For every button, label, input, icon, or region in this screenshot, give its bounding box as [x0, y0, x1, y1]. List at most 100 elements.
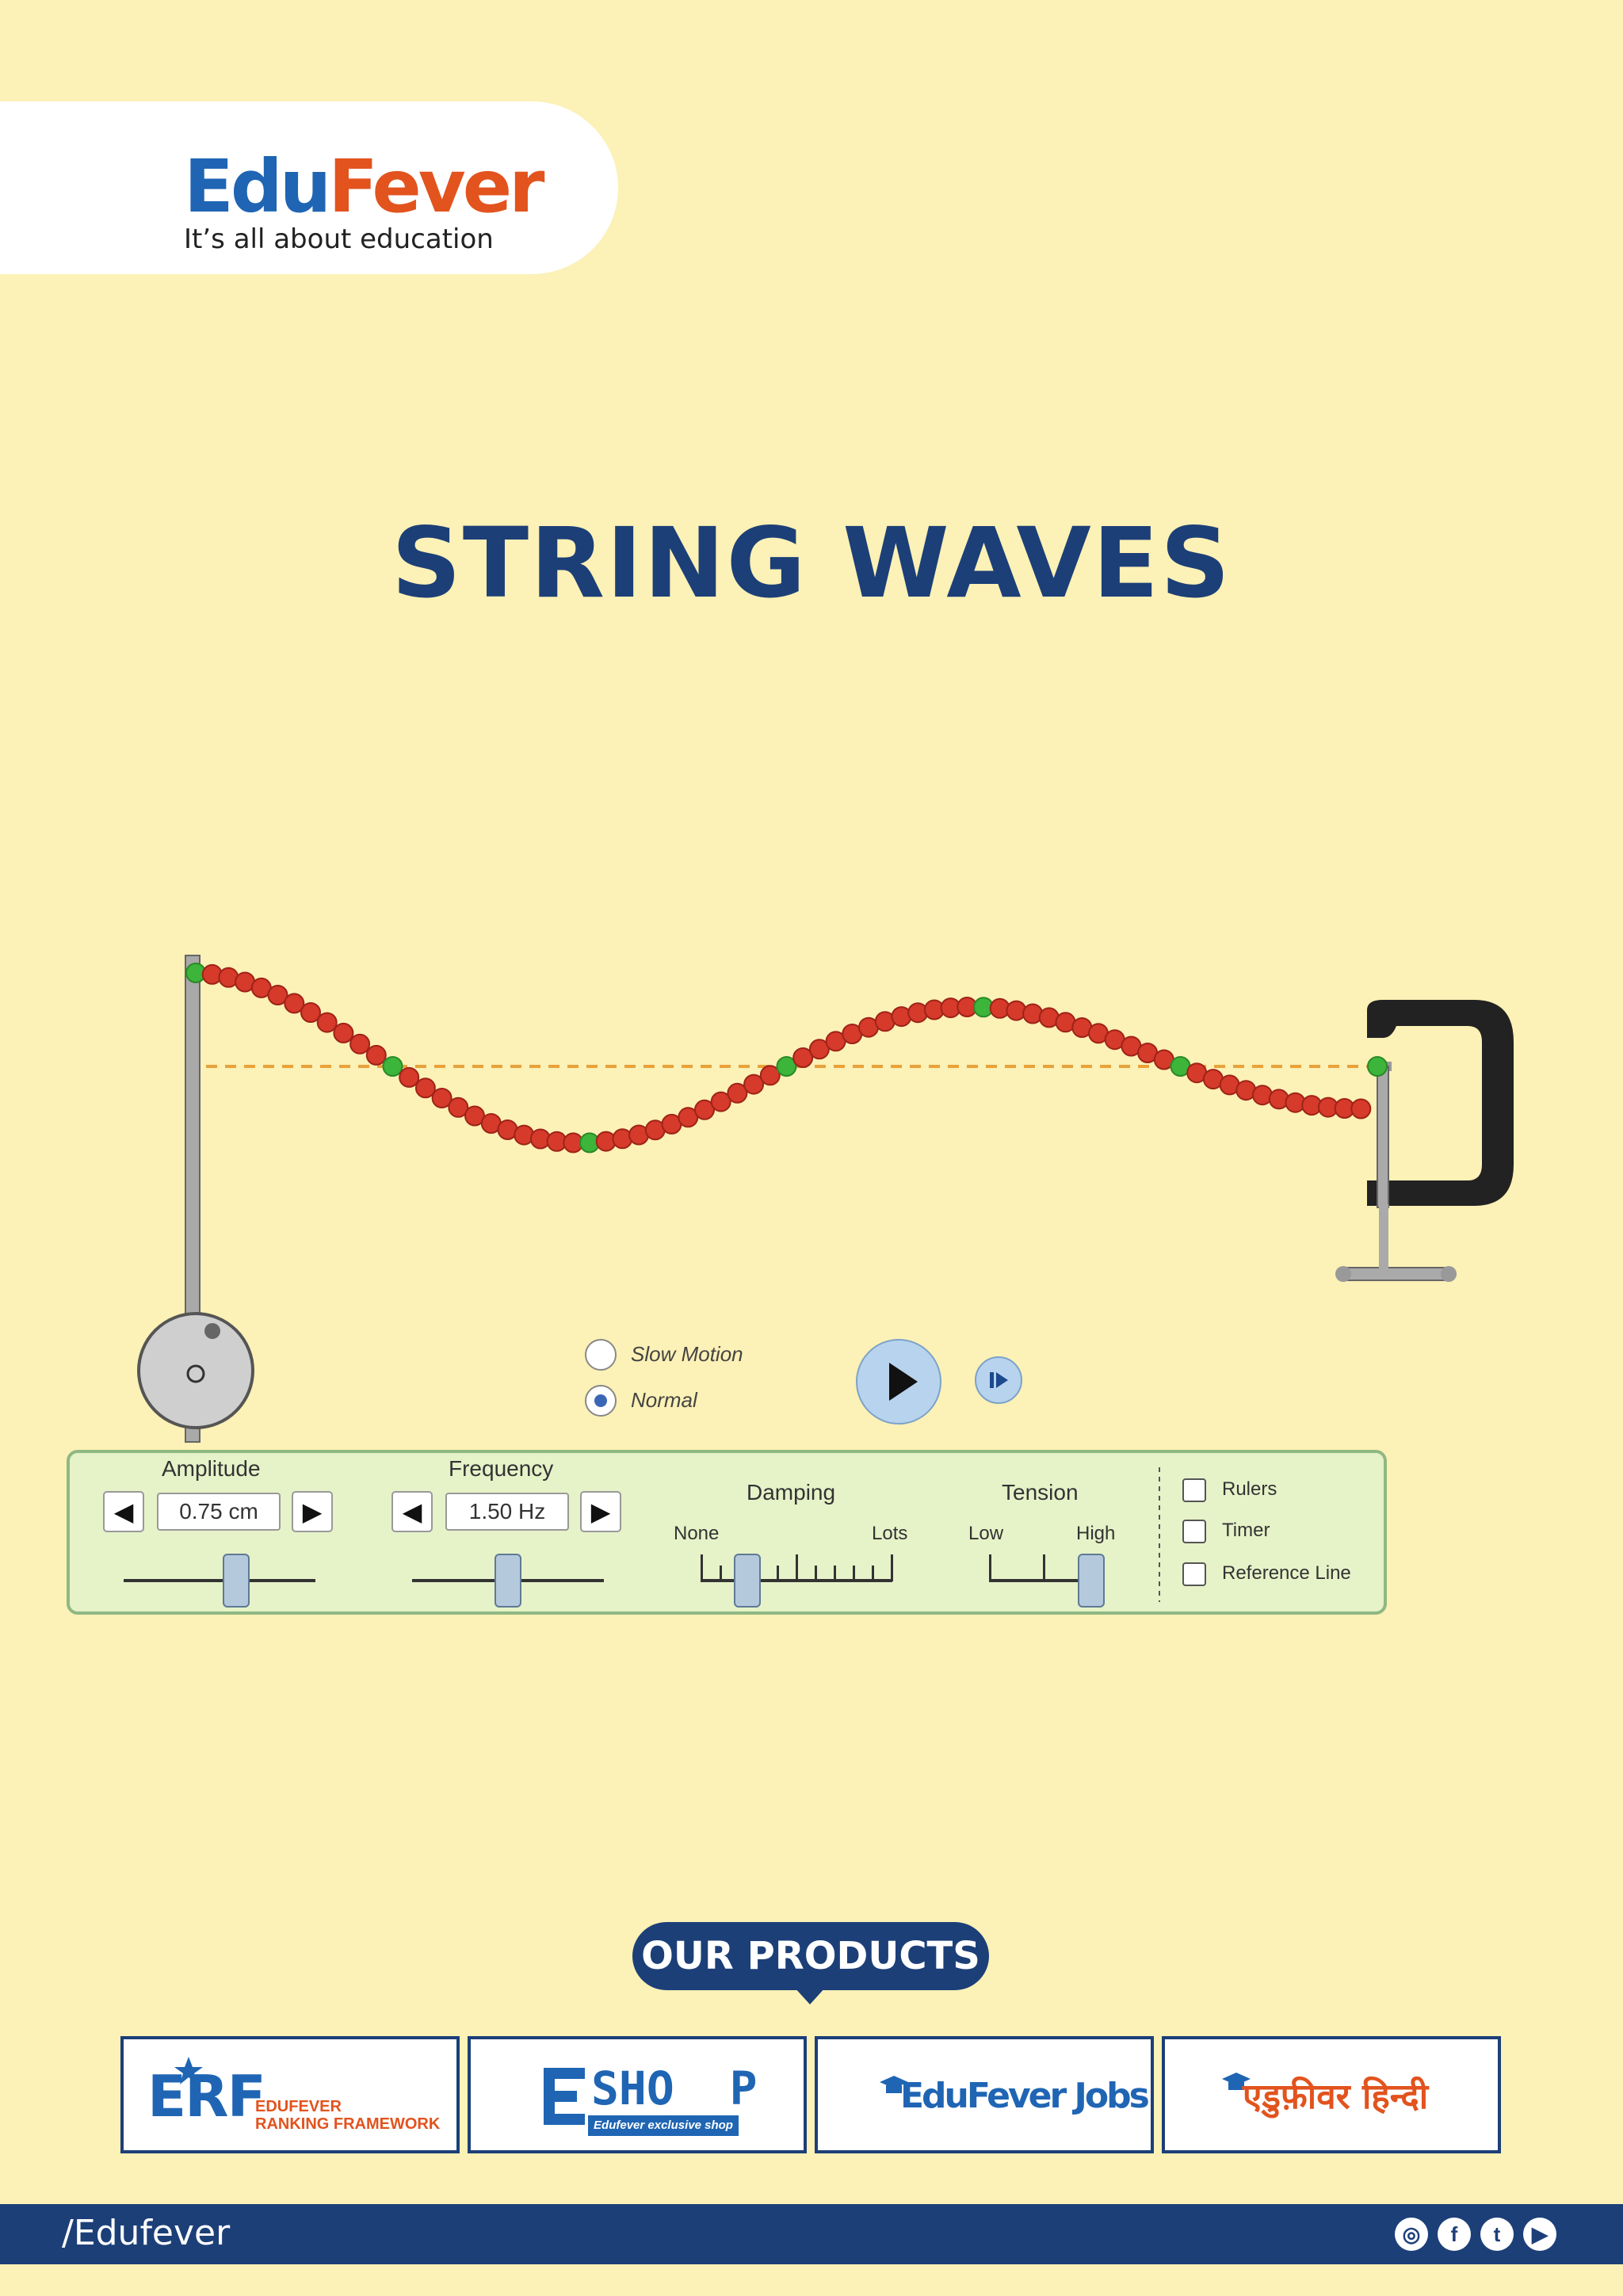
page-title: STRING WAVES: [391, 507, 1232, 620]
string-bead: [414, 1077, 436, 1099]
panel-divider: [1159, 1467, 1160, 1602]
facebook-icon[interactable]: f: [1438, 2218, 1471, 2251]
oscillator-wheel-group: [137, 1312, 254, 1429]
string-bead: [284, 993, 305, 1014]
damping-tick: [872, 1566, 874, 1581]
shop-word: SHO P: [591, 2061, 758, 2115]
step-icon: [990, 1372, 1008, 1388]
string-bead: [448, 1097, 469, 1118]
damping-min-label: None: [674, 1523, 720, 1544]
damping-tick: [720, 1566, 722, 1581]
youtube-icon[interactable]: ▶: [1523, 2218, 1556, 2251]
edufever-logo[interactable]: EduFever: [184, 144, 544, 229]
string-bead: [300, 1002, 321, 1023]
string-bead: [808, 1039, 830, 1060]
string-bead: [694, 1099, 715, 1120]
product-shop[interactable]: SHO P Edufever exclusive shop: [468, 2036, 807, 2153]
string-bead: [759, 1065, 781, 1086]
graduation-cap-icon: [880, 2076, 908, 2093]
string-bead: [743, 1074, 765, 1095]
damping-max-label: Lots: [872, 1523, 908, 1544]
amplitude-slider-thumb[interactable]: [222, 1554, 250, 1608]
timer-label: Timer: [1222, 1520, 1270, 1541]
string-bead: [727, 1082, 748, 1104]
play-button[interactable]: [856, 1339, 941, 1425]
graduation-cap-icon: [1222, 2073, 1251, 2090]
erf-mark: ERF: [147, 2063, 266, 2130]
normal-radio[interactable]: [585, 1385, 617, 1417]
damping-tick: [796, 1554, 798, 1581]
rulers-label: Rulers: [1222, 1478, 1277, 1500]
string-bead: [792, 1047, 814, 1068]
footer-bar: [0, 2204, 1623, 2264]
marker-bead: [1367, 1056, 1388, 1077]
frequency-slider-thumb[interactable]: [495, 1554, 521, 1608]
amplitude-decrease-button[interactable]: ◀: [103, 1491, 144, 1532]
damping-label: Damping: [747, 1480, 836, 1505]
string-bead: [399, 1066, 420, 1088]
product-jobs[interactable]: EduFever Jobs: [815, 2036, 1154, 2153]
marker-bead: [776, 1056, 797, 1077]
jobs-text: EduFever Jobs: [900, 2076, 1150, 2116]
tension-slider-track[interactable]: [989, 1579, 1105, 1582]
marker-bead: [382, 1056, 403, 1077]
erf-line2: RANKING FRAMEWORK: [255, 2115, 441, 2133]
logo-banner: [0, 101, 618, 274]
amplitude-label: Amplitude: [162, 1456, 261, 1481]
string-bead: [316, 1012, 338, 1033]
control-panel: [67, 1450, 1387, 1615]
reference-line-checkbox[interactable]: [1182, 1562, 1206, 1586]
erf-line1: EDUFEVER: [255, 2098, 342, 2115]
string-bead: [333, 1022, 354, 1043]
frequency-decrease-button[interactable]: ◀: [391, 1491, 433, 1532]
logo-tagline: It’s all about education: [184, 223, 494, 255]
shop-subtitle: Edufever exclusive shop: [588, 2115, 739, 2136]
rulers-checkbox[interactable]: [1182, 1478, 1206, 1502]
step-button[interactable]: [975, 1356, 1022, 1404]
tension-label: Tension: [1002, 1480, 1079, 1505]
tension-tick: [989, 1554, 991, 1581]
string-beads: [185, 963, 1388, 1154]
product-erf[interactable]: ERF EDUFEVER RANKING FRAMEWORK: [120, 2036, 460, 2153]
slow-motion-label: Slow Motion: [631, 1342, 743, 1366]
damping-slider-thumb[interactable]: [733, 1554, 761, 1608]
timer-checkbox[interactable]: [1182, 1520, 1206, 1543]
string-bead: [710, 1091, 731, 1112]
string-bead: [431, 1088, 453, 1108]
damping-tick: [853, 1566, 855, 1581]
twitter-icon[interactable]: t: [1480, 2218, 1514, 2251]
clamp-icon: [1335, 1000, 1514, 1282]
amplitude-slider-track[interactable]: [124, 1579, 315, 1582]
damping-tick: [777, 1566, 779, 1581]
shop-e-icon: [544, 2068, 585, 2125]
tension-slider-thumb[interactable]: [1078, 1554, 1105, 1608]
tension-tick: [1043, 1554, 1045, 1581]
normal-label: Normal: [631, 1388, 697, 1412]
string-bead: [267, 985, 288, 1005]
slow-motion-radio[interactable]: [585, 1339, 617, 1371]
tension-max-label: High: [1076, 1523, 1116, 1544]
amplitude-increase-button[interactable]: ▶: [292, 1491, 333, 1532]
play-icon: [889, 1363, 918, 1401]
damping-tick: [701, 1554, 703, 1581]
frequency-value[interactable]: 1.50 Hz: [445, 1493, 569, 1531]
reference-line-label: Reference Line: [1222, 1562, 1351, 1584]
frequency-increase-button[interactable]: ▶: [580, 1491, 621, 1532]
star-icon: [174, 2057, 203, 2084]
products-pointer: [794, 1987, 826, 2004]
string-bead: [365, 1044, 387, 1066]
damping-tick: [891, 1554, 893, 1581]
our-products-heading: OUR PRODUCTS: [632, 1922, 989, 1990]
string-bead: [1350, 1098, 1372, 1119]
damping-tick: [815, 1566, 817, 1581]
tension-min-label: Low: [968, 1523, 1004, 1544]
hindi-text: एडुफ़ीवर हिन्दी: [1243, 2077, 1429, 2117]
instagram-icon[interactable]: ◎: [1395, 2218, 1428, 2251]
footer-handle[interactable]: /Edufever: [62, 2213, 231, 2253]
string-wave-simulation: [137, 955, 1514, 1443]
string-bead: [349, 1033, 371, 1055]
damping-tick: [834, 1566, 836, 1581]
frequency-label: Frequency: [449, 1456, 554, 1481]
amplitude-value[interactable]: 0.75 cm: [157, 1493, 281, 1531]
product-hindi[interactable]: एडुफ़ीवर हिन्दी: [1162, 2036, 1501, 2153]
